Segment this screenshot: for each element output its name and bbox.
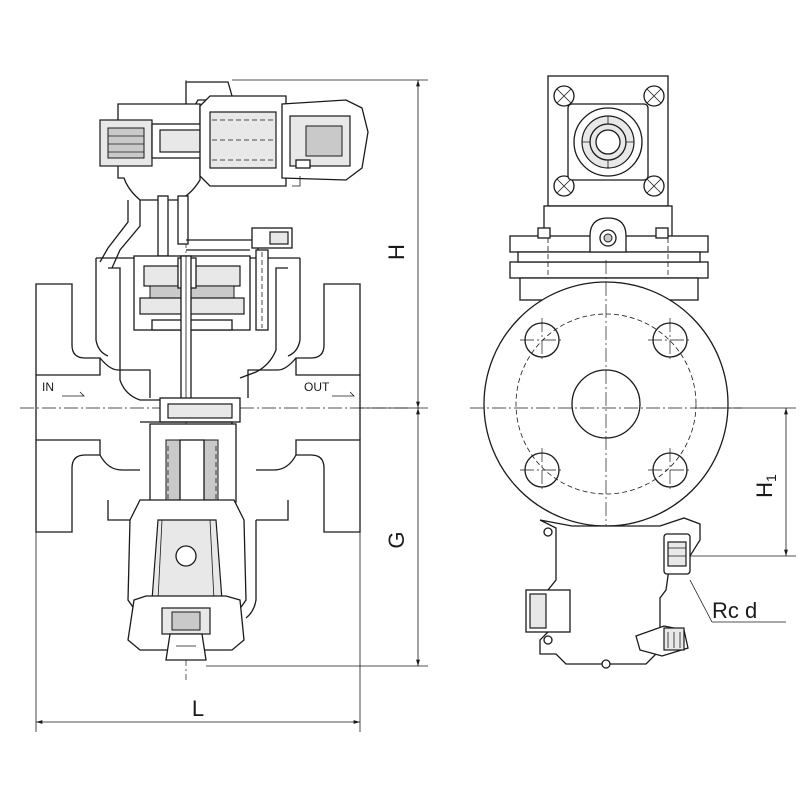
dimension-Rc: Rc d bbox=[689, 579, 786, 623]
main-valve-seat bbox=[140, 397, 241, 503]
dimension-H: H bbox=[232, 79, 428, 409]
diaphragm-chamber bbox=[133, 255, 251, 331]
dim-H-label: H bbox=[384, 244, 409, 260]
lower-spring-housing bbox=[127, 499, 247, 621]
valve-stem bbox=[180, 255, 192, 417]
svg-text:OUT: OUT bbox=[304, 380, 330, 394]
side-lower-body bbox=[525, 517, 701, 669]
pilot-assembly bbox=[99, 81, 369, 201]
dimension-H1: H1 bbox=[690, 407, 796, 557]
dim-L-label: L bbox=[192, 696, 204, 721]
inlet-flange bbox=[35, 283, 101, 533]
flow-out-label: OUT bbox=[304, 380, 355, 397]
svg-text:IN: IN bbox=[42, 380, 54, 394]
front-section-view: IN OUT bbox=[20, 80, 410, 680]
dimension-L: L bbox=[35, 532, 361, 732]
flow-in-label: IN bbox=[42, 380, 85, 397]
dim-H1-label: H1 bbox=[752, 474, 779, 498]
adjusting-screw-head bbox=[567, 103, 649, 181]
dimension-G: G bbox=[206, 408, 428, 667]
dim-Rc-label: Rc d bbox=[712, 598, 757, 623]
side-view: Rc d H1 bbox=[470, 75, 796, 669]
bottom-fitting bbox=[127, 595, 245, 661]
dim-G-label: G bbox=[384, 531, 409, 548]
outlet-flange bbox=[295, 283, 361, 533]
